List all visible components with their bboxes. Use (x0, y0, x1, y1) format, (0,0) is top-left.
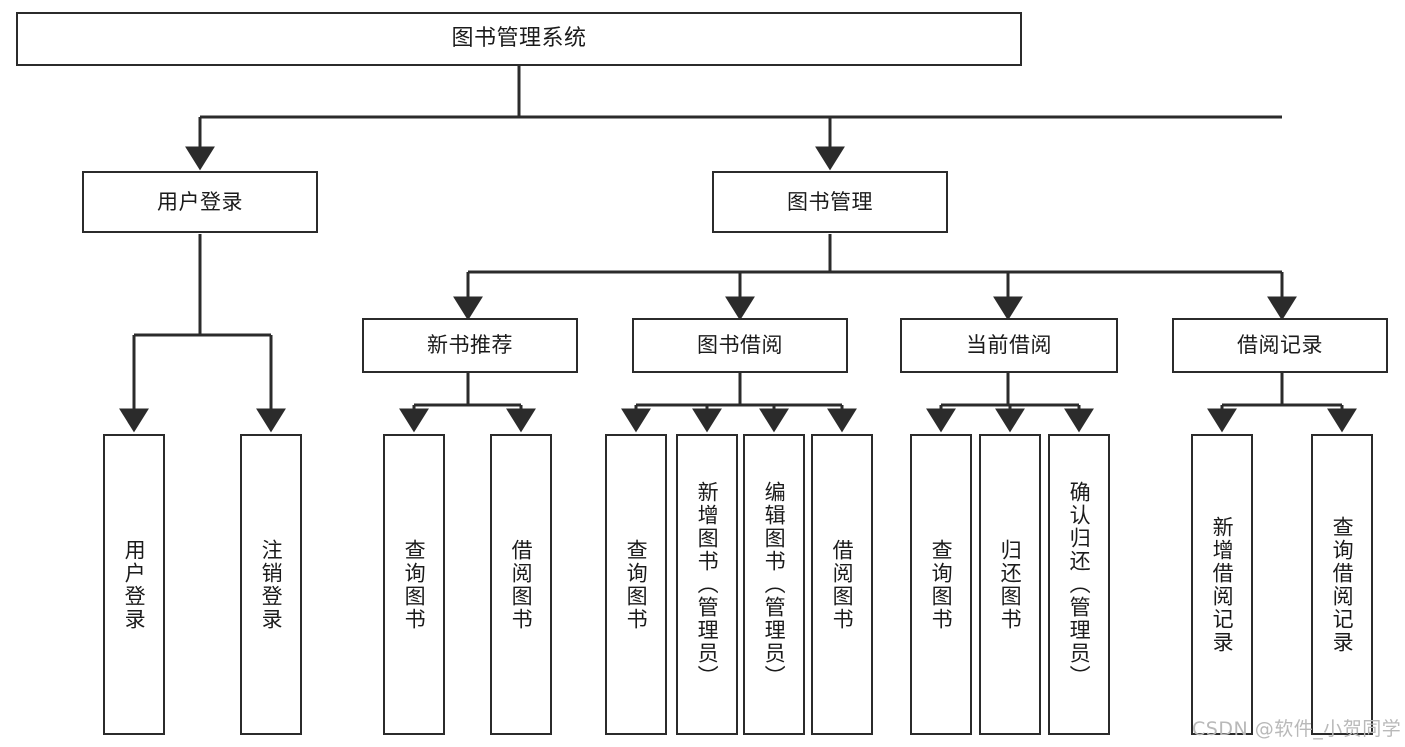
leaf-newbook-borrow-book[interactable]: 借阅图书 (490, 434, 552, 735)
leaf-records-add-record[interactable]: 新增借阅记录 (1191, 434, 1253, 735)
leaf-current-search-book[interactable]: 查询图书 (910, 434, 972, 735)
leaf-user-logout[interactable]: 注销登录 (240, 434, 302, 735)
csdn-watermark: CSDN @软件_小贺同学 (1192, 718, 1402, 740)
node-label: 用户登录 (157, 189, 243, 214)
node-label: 编辑图书（管理员） (762, 481, 787, 688)
node-label: 新增图书（管理员） (695, 481, 720, 688)
leaf-user-login[interactable]: 用户登录 (103, 434, 165, 735)
leaf-newbook-search-book[interactable]: 查询图书 (383, 434, 445, 735)
node-label: 借阅图书 (830, 538, 855, 631)
node-user-login[interactable]: 用户登录 (82, 171, 318, 233)
node-label: 确认归还（管理员） (1067, 481, 1092, 688)
node-label: 注销登录 (259, 538, 284, 631)
node-label: 新书推荐 (427, 333, 513, 358)
node-label: 借阅图书 (509, 538, 534, 631)
node-label: 查询图书 (929, 538, 954, 631)
node-label: 借阅记录 (1237, 333, 1323, 358)
leaf-borrow-edit-book-admin[interactable]: 编辑图书（管理员） (743, 434, 805, 735)
node-borrow-records[interactable]: 借阅记录 (1172, 318, 1388, 373)
leaf-borrow-search-book[interactable]: 查询图书 (605, 434, 667, 735)
leaf-current-return-book[interactable]: 归还图书 (979, 434, 1041, 735)
leaf-current-confirm-return-admin[interactable]: 确认归还（管理员） (1048, 434, 1110, 735)
leaf-records-search-record[interactable]: 查询借阅记录 (1311, 434, 1373, 735)
node-label: 归还图书 (998, 538, 1023, 631)
node-label: 当前借阅 (966, 333, 1052, 358)
leaf-borrow-borrow-book[interactable]: 借阅图书 (811, 434, 873, 735)
leaf-borrow-add-book-admin[interactable]: 新增图书（管理员） (676, 434, 738, 735)
node-label: 新增借阅记录 (1210, 515, 1235, 654)
node-label: 查询图书 (402, 538, 427, 631)
node-label: 用户登录 (122, 538, 147, 631)
node-new-book-recommend[interactable]: 新书推荐 (362, 318, 578, 373)
node-label: 图书借阅 (697, 333, 783, 358)
node-root-system[interactable]: 图书管理系统 (16, 12, 1022, 66)
node-label: 图书管理 (787, 189, 873, 214)
node-book-borrow[interactable]: 图书借阅 (632, 318, 848, 373)
node-label: 查询图书 (624, 538, 649, 631)
node-label: 图书管理系统 (451, 26, 587, 52)
node-label: 查询借阅记录 (1330, 515, 1355, 654)
node-current-borrow[interactable]: 当前借阅 (900, 318, 1118, 373)
node-book-management[interactable]: 图书管理 (712, 171, 948, 233)
